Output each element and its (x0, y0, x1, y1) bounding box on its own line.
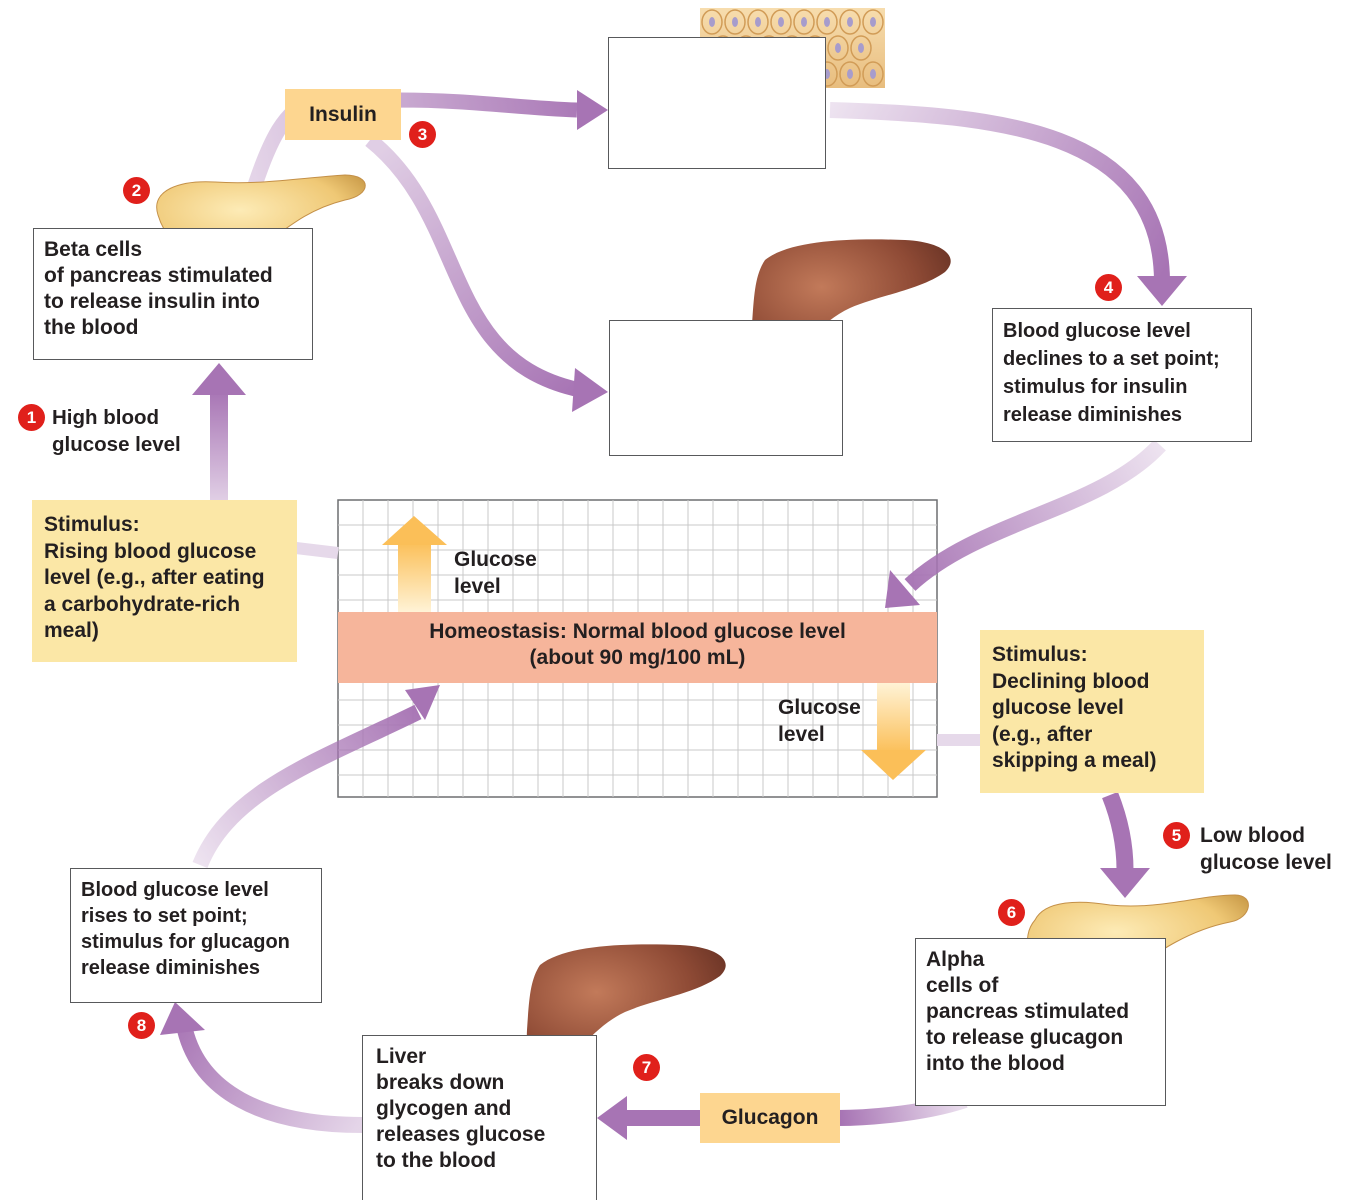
low-blood-glucose-label: Low blood glucose level (1200, 822, 1332, 876)
glucagon-label: Glucagon (700, 1093, 840, 1143)
step-5-badge: 5 (1163, 822, 1190, 849)
homeostasis-band: Homeostasis: Normal blood glucose level … (338, 612, 937, 683)
alpha-cells-box: Alpha cells of pancreas stimulated to re… (915, 938, 1166, 1106)
liver-takes-up-box (609, 320, 843, 456)
beta-cells-box: Beta cells of pancreas stimulated to rel… (33, 228, 313, 360)
rising-glucose-stimulus: Stimulus: Rising blood glucose level (e.… (32, 500, 297, 662)
high-blood-glucose-label: High blood glucose level (52, 404, 181, 458)
glucose-up-label: Glucose level (454, 546, 537, 600)
insulin-label: Insulin (285, 89, 401, 140)
step-1-badge: 1 (18, 404, 45, 431)
arrow-stimulus-to-alpha-cells (1100, 795, 1150, 898)
step-7-badge: 7 (633, 1054, 660, 1081)
declining-glucose-stimulus: Stimulus: Declining blood glucose level … (980, 630, 1204, 793)
liver-breaks-down-box: Liver breaks down glycogen and releases … (362, 1035, 597, 1200)
arrow-stimulus-to-beta-cells (192, 363, 246, 500)
step-6-badge: 6 (998, 899, 1025, 926)
body-cells-box (608, 37, 826, 169)
step-3-badge: 3 (409, 121, 436, 148)
arrow-liver-to-step8 (160, 1002, 362, 1125)
step-8-badge: 8 (128, 1012, 155, 1039)
glucose-down-label: Glucose level (778, 694, 861, 748)
step8-box: Blood glucose level rises to set point; … (70, 868, 322, 1003)
step4-box: Blood glucose level declines to a set po… (992, 308, 1252, 442)
arrow-insulin-to-liver (370, 140, 608, 412)
step-4-badge: 4 (1095, 274, 1122, 301)
step-2-badge: 2 (123, 177, 150, 204)
stimulus-connector-left (296, 548, 338, 553)
